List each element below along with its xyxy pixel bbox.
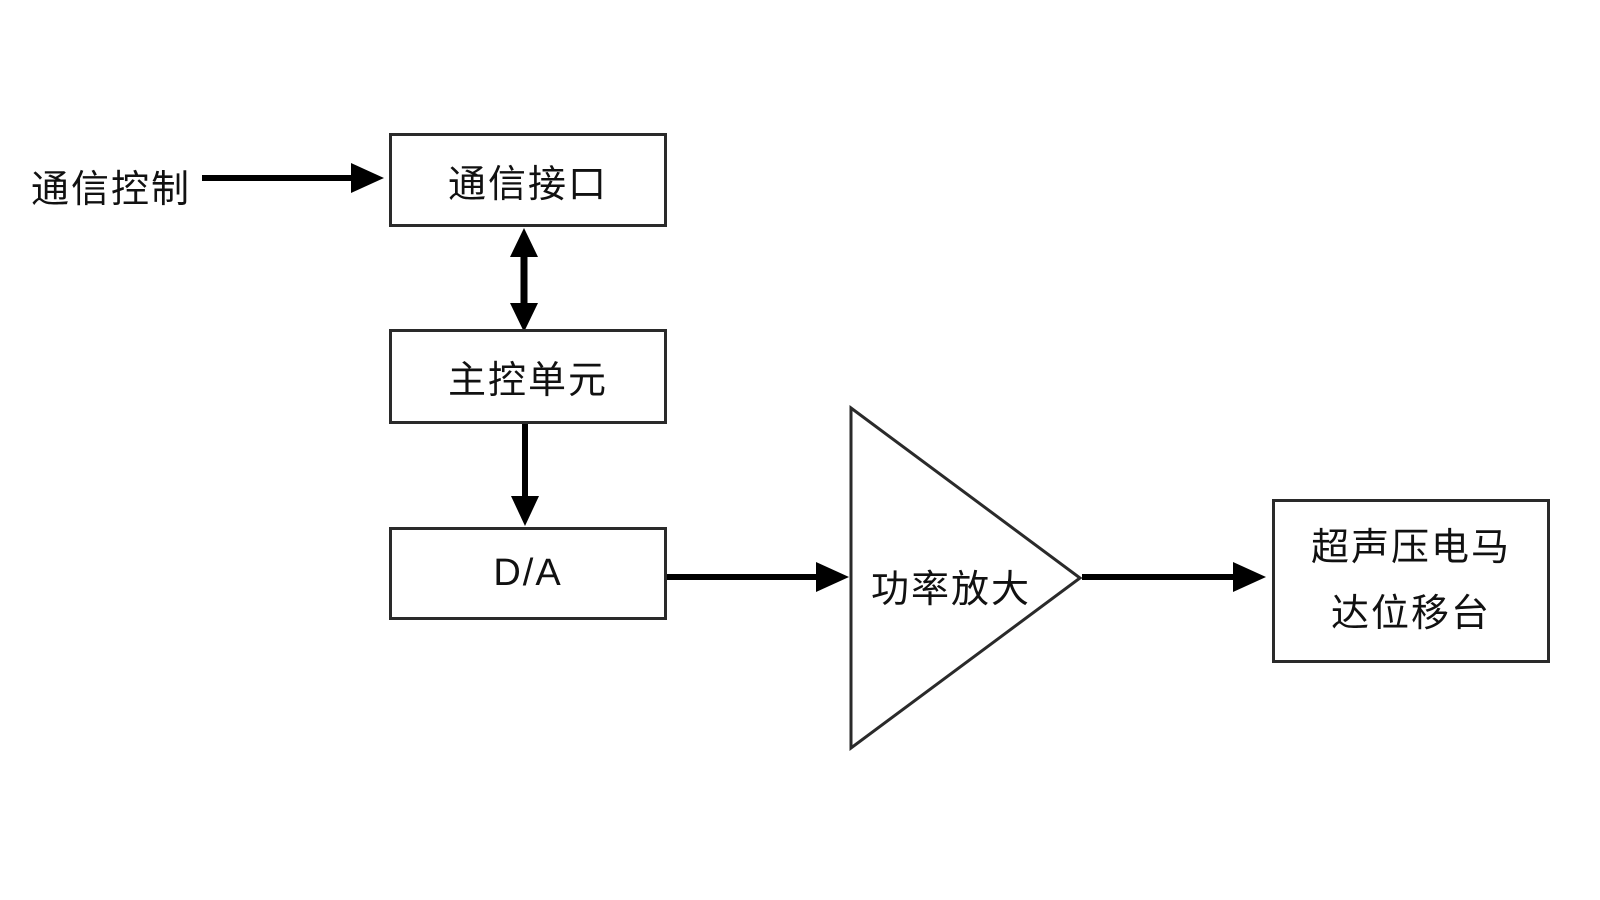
arrow-interface-mainunit-head-down (510, 303, 538, 332)
node-ultrasonic-motor-stage: 超声压电马 达位移台 (1272, 499, 1550, 663)
node-ultrasonic-motor-stage-label-line1: 超声压电马 (1310, 527, 1511, 569)
node-main-control-unit: 主控单元 (389, 329, 667, 424)
node-communication-interface: 通信接口 (389, 133, 667, 227)
node-ultrasonic-motor-stage-label-line2: 达位移台 (1330, 593, 1491, 635)
power-amplifier-triangle (849, 405, 1083, 751)
arrow-da-to-amp-head (816, 562, 849, 592)
node-communication-interface-label: 通信接口 (447, 163, 608, 206)
node-da-converter-label: D/A (493, 552, 563, 594)
arrow-mainunit-to-da-head (511, 496, 539, 526)
arrow-control-to-interface-head (351, 163, 384, 193)
arrow-interface-mainunit-head-up (510, 228, 538, 257)
arrow-amp-to-stage-head (1233, 562, 1266, 592)
label-communication-control: 通信控制 (31, 169, 192, 211)
node-main-control-unit-label: 主控单元 (447, 360, 608, 402)
node-da-converter: D/A (389, 527, 667, 620)
node-power-amplifier-label: 功率放大 (870, 569, 1031, 611)
